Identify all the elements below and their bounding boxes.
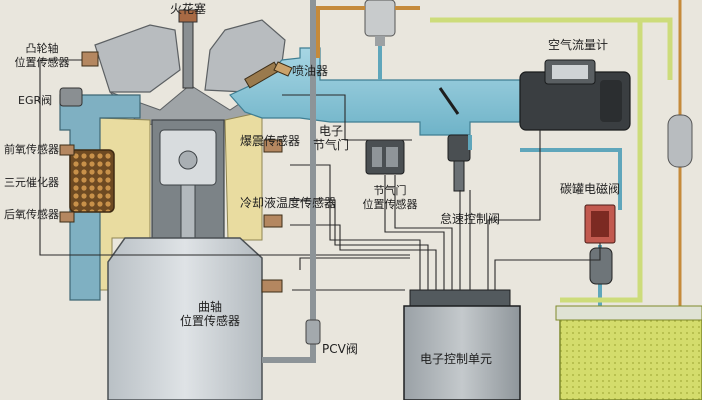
canister-solenoid [584,204,616,285]
label-pcv-valve: PCV阀 [322,342,358,356]
idle-control-valve [447,134,471,162]
label-front-o2: 前氧传感器 [4,143,59,156]
label-injector: 喷油器 [292,64,329,78]
label-camshaft-sensor: 凸轮轴 位置传感器 [14,42,70,69]
pcv-valve [305,319,321,345]
cylinder [151,119,225,243]
label-electronic-throttle: 电子 节气门 [312,124,349,152]
label-egr-valve: EGR阀 [18,94,53,107]
label-ecu: 电子控制单元 [420,352,493,366]
rear-o2-sensor [59,211,75,223]
camshaft-sensor [81,51,99,67]
ecu-box [403,289,521,400]
spark-plug [182,17,194,89]
label-catalyst: 三元催化器 [4,176,59,189]
fuel-injector [244,61,293,89]
knock-sensor [263,139,283,153]
evap-line [430,17,643,303]
throttle-actuator [365,139,405,175]
front-o2-sensor [59,144,75,156]
label-idle-valve: 怠速控制阀 [440,212,501,226]
label-knock-sensor: 爆震传感器 [240,134,301,148]
vacuum-line [520,148,622,210]
air-flow-meter [519,59,631,131]
cylinder-head [94,19,286,126]
label-spark-plug: 火花塞 [170,2,207,16]
fuel-filter [667,114,693,168]
intake-manifold [229,47,521,136]
fuel-tank [559,317,702,400]
label-coolant-temp: 冷却液温度传感器 [240,196,337,210]
label-throttle-position: 节气门 位置传感器 [362,184,418,211]
crankcase [107,237,263,400]
label-air-flow-meter: 空气流量计 [548,38,609,52]
label-rear-o2: 后氧传感器 [4,208,59,221]
catalytic-converter [69,149,115,213]
throttle-blade [438,87,460,115]
label-crank-sensor: 曲轴 位置传感器 [179,300,240,328]
label-canister-valve: 碳罐电磁阀 [560,182,621,196]
crank-sensor [261,279,283,293]
egr-valve [59,87,83,107]
coolant-jacket-right [224,111,263,241]
coolant-temp-sensor [263,214,283,228]
